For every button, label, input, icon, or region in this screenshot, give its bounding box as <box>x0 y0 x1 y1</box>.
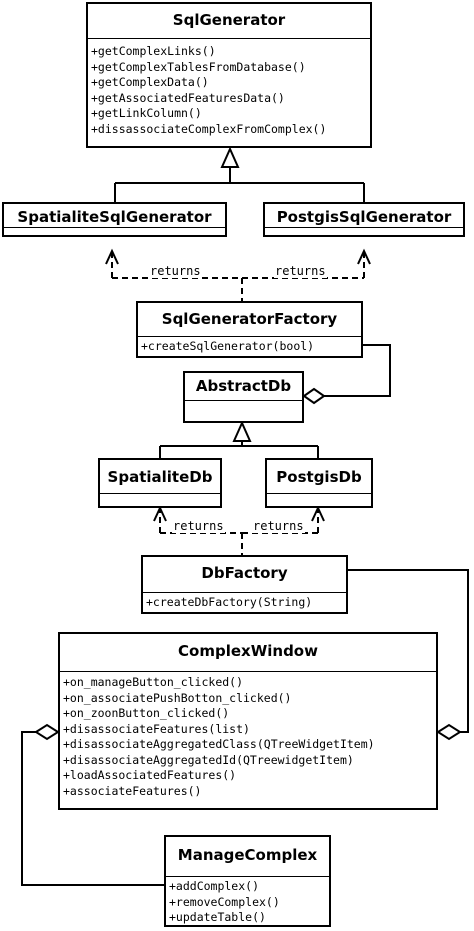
method-item: +createSqlGenerator(bool) <box>141 339 315 353</box>
class-complex-window: ComplexWindow +on_manageButton_clicked()… <box>58 632 438 810</box>
class-methods: +on_manageButton_clicked() +on_associate… <box>60 672 436 801</box>
class-methods: +createDbFactory(String) <box>143 593 346 613</box>
class-name: SpatialiteDb <box>100 460 220 494</box>
aggregation-diamond-abstractdb <box>302 387 326 405</box>
returns-label-db-left: returns <box>172 519 225 533</box>
method-item: +createDbFactory(String) <box>146 595 313 609</box>
method-item: +getComplexTablesFromDatabase() <box>91 59 306 74</box>
aggregation-line-managecomplex-complexwindow <box>21 731 164 886</box>
dependency-arrowhead-postgis-sqlgen <box>357 248 371 265</box>
method-item: +on_associatePushBotton_clicked() <box>63 690 292 705</box>
class-spatialite-sql-generator: SpatialiteSqlGenerator <box>2 202 227 237</box>
class-abstract-db: AbstractDb <box>183 371 304 423</box>
class-sql-generator-factory: SqlGeneratorFactory +createSqlGenerator(… <box>136 301 363 358</box>
class-name: PostgisSqlGenerator <box>265 204 463 228</box>
class-name: PostgisDb <box>267 460 371 494</box>
class-postgis-db: PostgisDb <box>265 458 373 508</box>
class-name: AbstractDb <box>185 373 302 401</box>
dependency-arrowhead-spatialite-sqlgen <box>105 248 119 265</box>
method-item: +dissassociateComplexFromComplex() <box>91 121 327 136</box>
method-item: +getAssociatedFeaturesData() <box>91 90 285 105</box>
method-item: +removeComplex() <box>169 894 280 909</box>
method-item: +disassociateAggregatedClass(QTreeWidget… <box>63 737 375 751</box>
aggregation-line-dbfactory-complexwindow <box>348 569 469 733</box>
aggregation-diamond-complexwindow-left <box>34 723 60 741</box>
aggregation-diamond-complexwindow-right <box>436 723 462 741</box>
aggregation-line-sqlgenfactory-abstractdb <box>324 344 391 397</box>
returns-label-sqlgen-right: returns <box>274 264 327 278</box>
dependency-arrowhead-spatialite-db <box>153 505 167 522</box>
method-item: +loadAssociatedFeatures() <box>63 768 237 782</box>
class-db-factory: DbFactory +createDbFactory(String) <box>141 555 348 614</box>
class-spatialite-db: SpatialiteDb <box>98 458 222 508</box>
class-sql-generator: SqlGenerator +getComplexLinks() +getComp… <box>86 2 372 148</box>
method-item: +disassociateAggregatedId(QTreewidgetIte… <box>63 752 354 767</box>
method-item: +getLinkColumn() <box>91 106 202 120</box>
class-name: SpatialiteSqlGenerator <box>4 204 225 228</box>
class-postgis-sql-generator: PostgisSqlGenerator <box>263 202 465 237</box>
class-name: SqlGenerator <box>88 4 370 39</box>
method-item: +updateTable() <box>169 910 266 924</box>
class-methods: +getComplexLinks() +getComplexTablesFrom… <box>88 39 370 139</box>
returns-label-db-right: returns <box>252 519 305 533</box>
method-item: +on_manageButton_clicked() <box>63 675 244 689</box>
class-methods: +addComplex() +removeComplex() +updateTa… <box>166 877 329 928</box>
class-methods: +createSqlGenerator(bool) <box>138 337 361 357</box>
method-item: +associateFeatures() <box>63 783 202 798</box>
inheritance-arrowhead-db <box>232 420 252 442</box>
class-manage-complex: ManageComplex +addComplex() +removeCompl… <box>164 835 331 927</box>
class-name: ManageComplex <box>166 837 329 877</box>
class-name: ComplexWindow <box>60 634 436 672</box>
method-item: +on_zoonButton_clicked() <box>63 706 230 720</box>
class-name: DbFactory <box>143 557 346 593</box>
method-item: +disassociateFeatures(list) <box>63 721 250 736</box>
method-item: +getComplexLinks() <box>91 44 216 58</box>
method-item: +addComplex() <box>169 879 260 893</box>
dependency-arrowhead-postgis-db <box>311 505 325 522</box>
returns-label-sqlgen-left: returns <box>149 264 202 278</box>
method-item: +getComplexData() <box>91 75 209 89</box>
class-name: SqlGeneratorFactory <box>138 303 361 337</box>
inheritance-arrowhead-sqlgen <box>220 146 240 168</box>
